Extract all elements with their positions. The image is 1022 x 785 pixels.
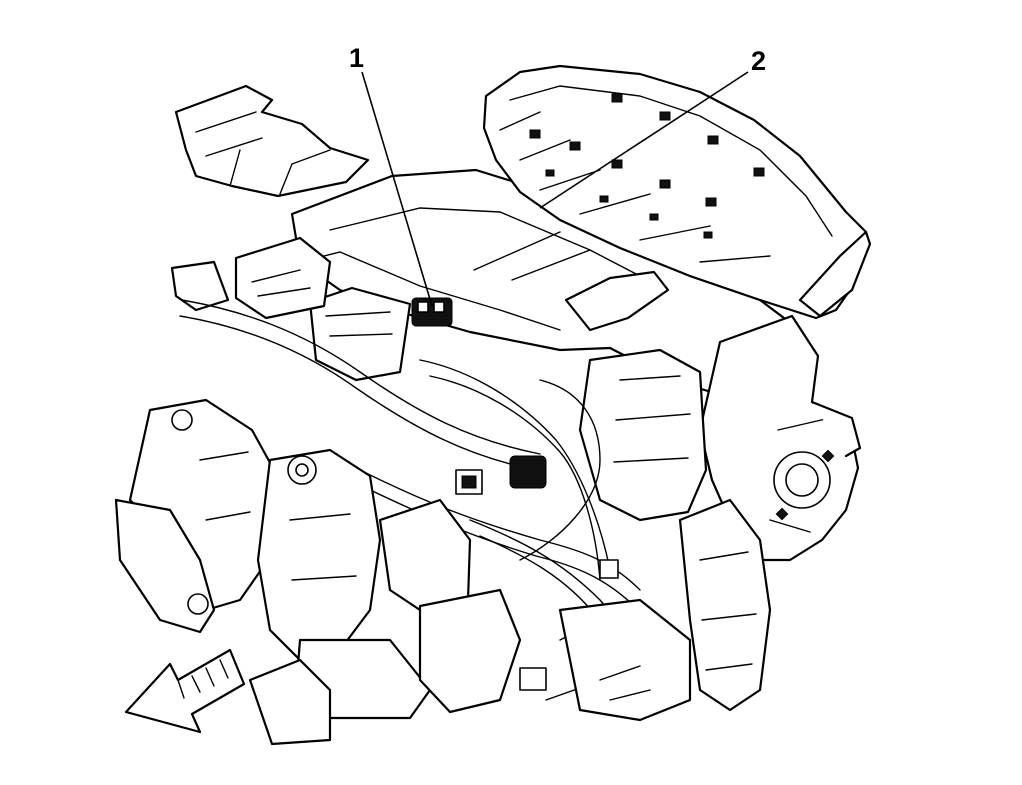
callout-1-leader [361, 71, 433, 307]
instrument-cluster [482, 64, 872, 320]
right-lower-structure [558, 498, 772, 722]
hvac-module [234, 236, 708, 522]
lower-cross-car-beam [114, 398, 522, 746]
left-upper-duct [170, 84, 370, 312]
connectors [411, 297, 619, 691]
callout-label-2: 2 [751, 46, 767, 76]
callout-2-leader [539, 71, 749, 209]
dash-carrier-top [290, 168, 820, 402]
callout-label-1: 1 [349, 43, 365, 73]
right-side-panel [698, 314, 862, 562]
callout-leaders [361, 71, 749, 307]
front-direction-arrow-icon [124, 648, 246, 734]
